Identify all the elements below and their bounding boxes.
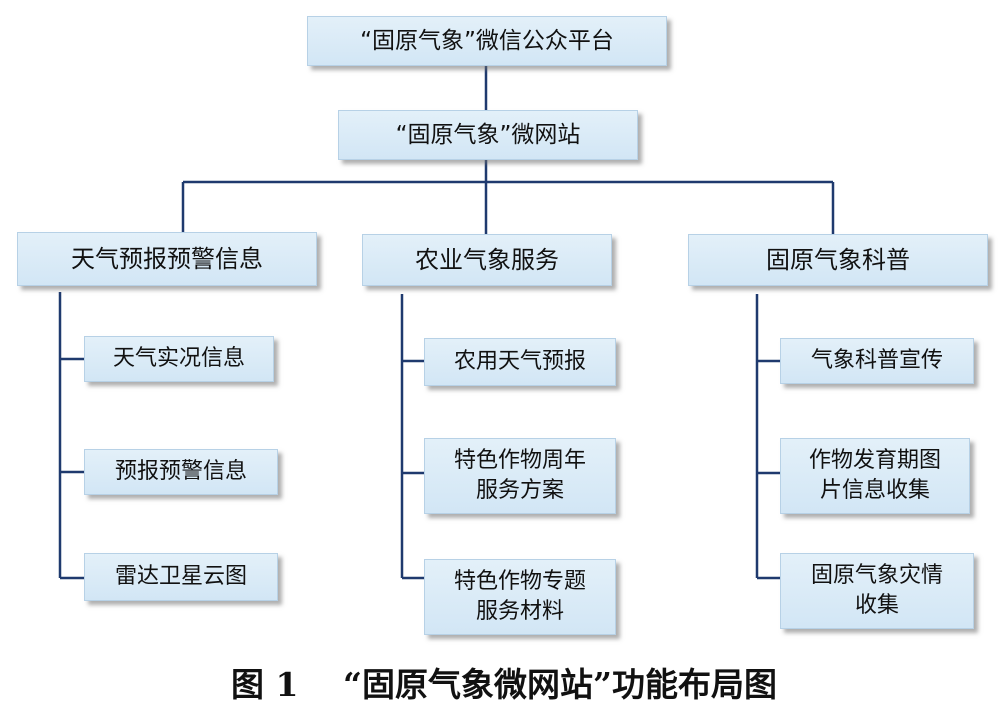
- category-label: 固原气象科普: [766, 246, 910, 274]
- site-label: “固原气象”微网站: [395, 122, 581, 148]
- item-label: 固原气象灾情 收集: [810, 563, 943, 618]
- item-label: 特色作物专题 服务材料: [453, 569, 586, 624]
- item-label: 雷达卫星云图: [114, 564, 247, 589]
- item-label: 气象科普宣传: [810, 348, 943, 373]
- site-node: “固原气象”微网站: [338, 110, 638, 160]
- root-node: “固原气象”微信公众平台: [307, 16, 667, 66]
- category-weather-forecast: 天气预报预警信息: [17, 232, 317, 286]
- figure-caption: 图 1 “固原气象微网站”功能布局图: [231, 665, 777, 704]
- item-label: 作物发育期图 片信息收集: [808, 448, 941, 503]
- category-label: 农业气象服务: [415, 246, 559, 274]
- item-agri-forecast: 农用天气预报: [424, 338, 616, 386]
- item-radar-satellite: 雷达卫星云图: [84, 553, 278, 601]
- item-weather-observation: 天气实况信息: [84, 336, 274, 382]
- item-label: 天气实况信息: [112, 346, 245, 371]
- root-label: “固原气象”微信公众平台: [360, 28, 614, 54]
- item-forecast-warning: 预报预警信息: [84, 449, 278, 495]
- category-label: 天气预报预警信息: [71, 245, 263, 273]
- item-science-promotion: 气象科普宣传: [780, 338, 974, 384]
- item-crop-photo-collection: 作物发育期图 片信息收集: [780, 438, 970, 514]
- item-label: 预报预警信息: [114, 459, 247, 484]
- category-agri-service: 农业气象服务: [362, 234, 612, 286]
- item-label: 特色作物周年 服务方案: [453, 448, 586, 503]
- item-label: 农用天气预报: [453, 349, 586, 374]
- item-disaster-collection: 固原气象灾情 收集: [780, 553, 974, 629]
- category-science: 固原气象科普: [688, 234, 988, 286]
- item-crop-special-material: 特色作物专题 服务材料: [424, 559, 616, 635]
- item-crop-annual-plan: 特色作物周年 服务方案: [424, 438, 616, 514]
